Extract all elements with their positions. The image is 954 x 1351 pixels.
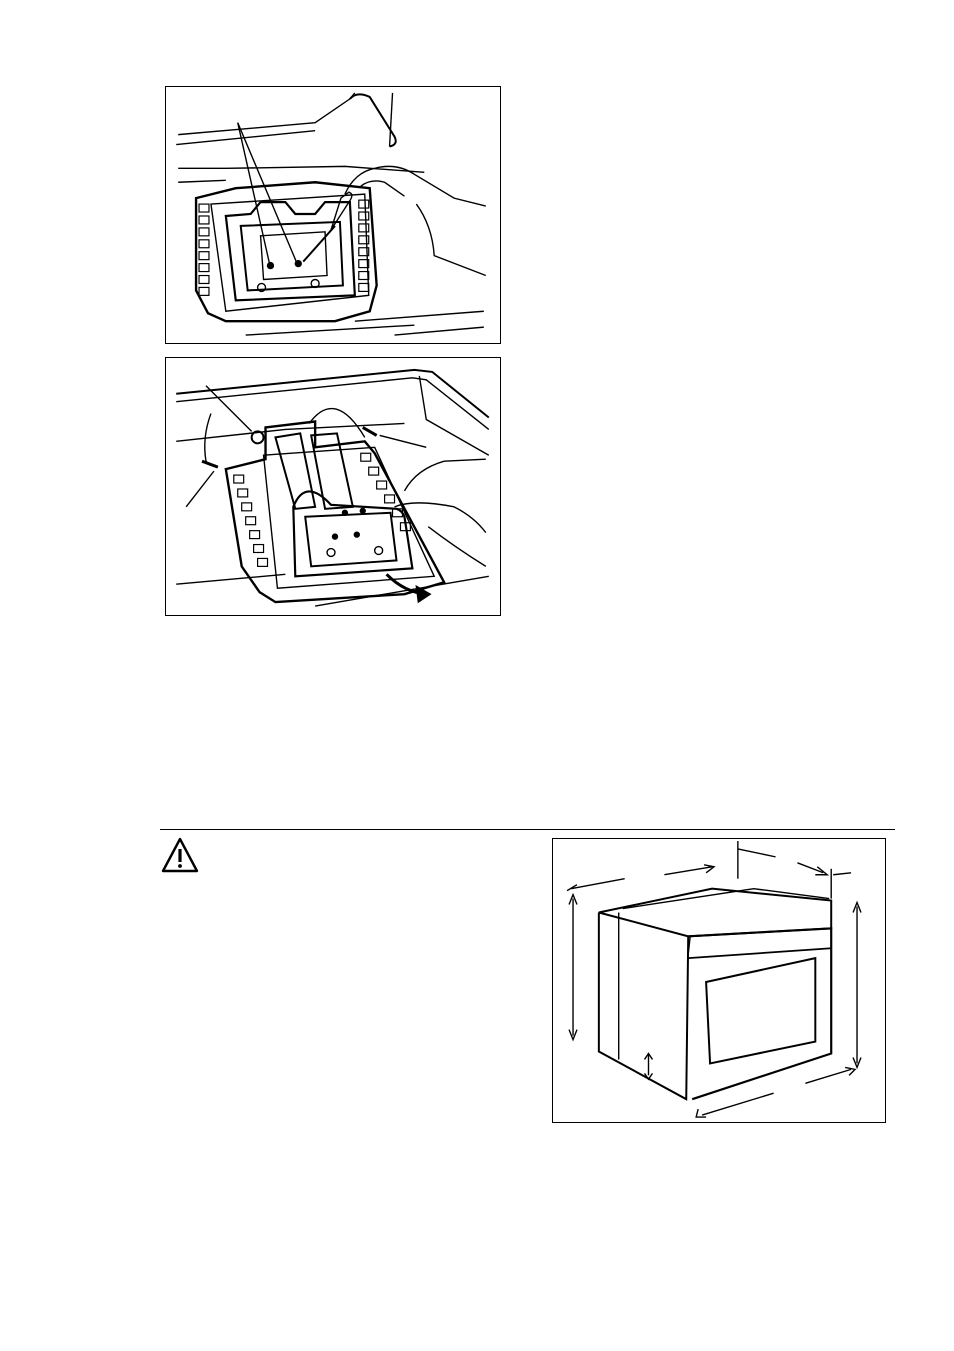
grill-element-lowering-illustration xyxy=(165,357,501,616)
oven-dimensions-illustration xyxy=(552,838,886,1123)
section-divider xyxy=(160,829,895,830)
warning-triangle-icon xyxy=(160,836,200,874)
grill-element-screw-removal-illustration xyxy=(165,86,501,344)
